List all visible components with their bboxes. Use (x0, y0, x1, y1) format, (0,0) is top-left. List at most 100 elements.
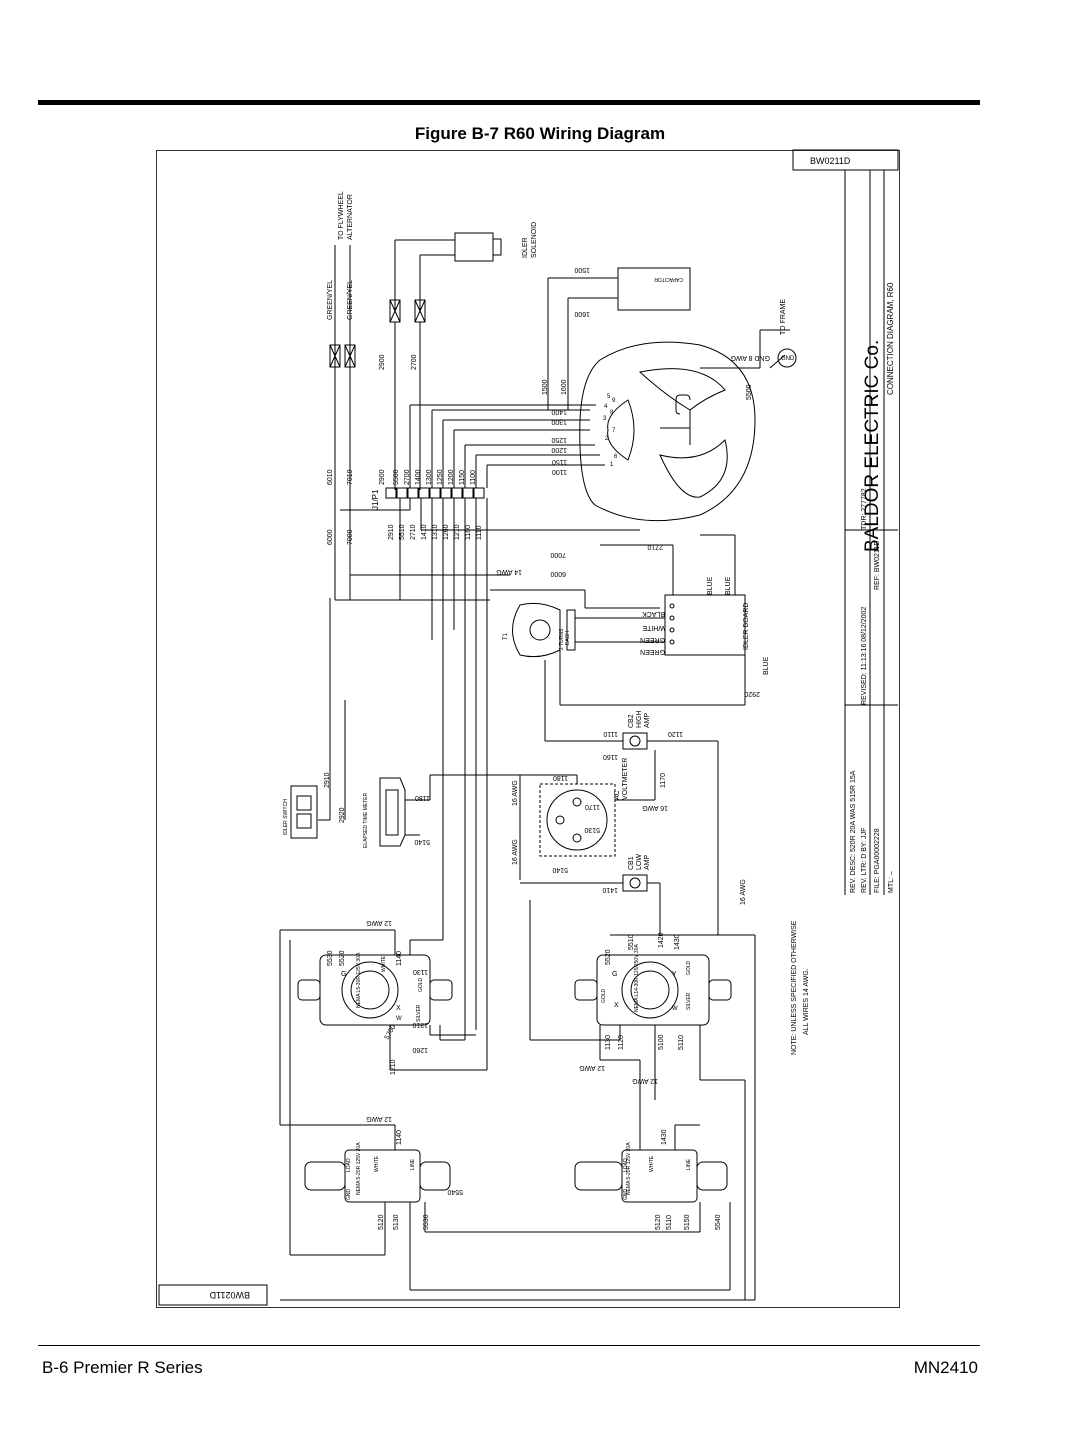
wire-5520-b: 5520 (339, 950, 346, 966)
receptacle-1-gold: GOLD (418, 977, 424, 992)
pin-8: 8 (610, 410, 614, 416)
label-16-awg-3: 16 AWG (642, 804, 668, 811)
receptacle-3-line: LINE (410, 1158, 416, 1170)
label-blue-3: BLUE (763, 656, 770, 675)
figure-title: Figure B-7 R60 Wiring Diagram (414, 124, 666, 143)
idler-board (664, 594, 746, 656)
receptacle-4-label: NEMA 5-20R 125V 20A (626, 1142, 632, 1195)
wire-2920-b: 2920 (339, 807, 346, 823)
frame-ground (777, 348, 797, 368)
wire-5700: 5700 (384, 1024, 398, 1041)
label-green-yel-1: GREEN/YEL (327, 280, 334, 320)
wire-1210: 1210 (454, 524, 461, 540)
wire-2900-b: 2900 (379, 469, 386, 485)
wire-5100: 5100 (658, 1034, 665, 1050)
label-16-awg-4: 16 AWG (740, 879, 747, 905)
receptacle-1-g: G (341, 971, 346, 978)
cb2-breaker (622, 732, 648, 750)
receptacle-2-gold: GOLD (601, 988, 607, 1003)
label-idler-board: IDLER BOARD (743, 603, 750, 650)
j1-p1-connector (385, 487, 485, 499)
label-black: BLACK (642, 610, 665, 617)
label-j1-p1: J1/P1 (371, 489, 380, 510)
elapsed-time-meter (379, 777, 406, 847)
label-low-amp: AMP (644, 855, 651, 871)
label-blue-2: BLUE (725, 576, 732, 595)
wire-6000: 6000 (327, 529, 334, 545)
wire-1310-b: 1310 (412, 1021, 428, 1028)
wire-1420: 1420 (658, 932, 665, 948)
drawing-title: CONNECTION DIAGRAM, R60 (886, 282, 895, 395)
wire-5540-b: 5540 (715, 1214, 722, 1230)
receptacle-1-w: W (396, 1016, 402, 1022)
wire-1250-b: 1250 (551, 436, 567, 443)
idler-solenoid (454, 232, 494, 262)
label-green-1: GREEN (640, 636, 665, 643)
wire-5120-b: 5120 (655, 1214, 662, 1230)
label-cb1: CB1 (628, 856, 635, 870)
note-line-1: NOTE: UNLESS SPECIFIED OTHERWISE (791, 920, 798, 1055)
receptacle-2-y: Y (672, 971, 677, 978)
wire-5500: 5500 (746, 384, 753, 400)
bottom-rule (38, 1345, 980, 1346)
wire-1110-b: 1110 (603, 730, 618, 737)
label-blue-1: BLUE (707, 576, 714, 595)
tdr: TDR: 277782 (861, 488, 868, 530)
wire-1170-b: 1170 (585, 803, 600, 810)
wire-5120: 5120 (378, 1214, 385, 1230)
wire-1140-b: 1140 (396, 1130, 403, 1145)
wire-7000: 7000 (347, 529, 354, 545)
label-elapsed-time-meter: ELAPSED TIME METER (363, 792, 369, 848)
wire-1110: 1110 (476, 525, 483, 540)
label-16-awg-2: 16 AWG (512, 839, 519, 865)
wire-1400-b: 1400 (551, 408, 567, 415)
label-white: WHITE (642, 624, 665, 631)
pin-9: 9 (612, 398, 616, 404)
capacitor (617, 267, 691, 311)
pin-4: 4 (604, 404, 608, 410)
wire-2900: 2900 (379, 354, 386, 370)
label-gnd: GND (781, 356, 795, 362)
ground-terminal-2 (344, 344, 356, 368)
receptacle-2-label: NEMA L14-30R 125/250V 30A (634, 944, 640, 1012)
current-transformer (512, 602, 561, 658)
wire-1260-b: 1260 (412, 1046, 428, 1053)
label-voltmeter: VOLTMETER (622, 758, 629, 800)
receptacle-4-gnd: GND (623, 1189, 629, 1201)
wire-1600-b: 1600 (561, 379, 568, 395)
wire-7000-b: 7000 (550, 551, 566, 558)
label-12-awg-3: 12 AWG (632, 1077, 658, 1084)
wire-1300: 1300 (426, 469, 433, 485)
footer-right: MN2410 (913, 1358, 978, 1377)
pin-5: 5 (607, 394, 611, 400)
wire-1400: 1400 (415, 469, 422, 485)
wire-5530: 5530 (327, 950, 334, 966)
label-16-awg-1: 16 AWG (512, 780, 519, 806)
ref: REF: BW0211D (874, 541, 881, 590)
label-idler: IDLER (522, 237, 529, 258)
wire-5150: 5150 (684, 1214, 691, 1230)
wire-5540: 5540 (447, 1188, 463, 1195)
wire-1160: 1160 (465, 525, 472, 540)
wire-2700-b: 2700 (404, 469, 411, 485)
wire-5140: 5140 (552, 866, 568, 873)
receptacle-2-x: X (614, 1002, 619, 1009)
label-capacitor: CAPACITOR (654, 276, 683, 282)
wire-1120: 1120 (668, 730, 683, 737)
wire-5530-b: 5530 (423, 1214, 430, 1230)
receptacle-4-line: LINE (686, 1158, 692, 1170)
flywheel-stator (579, 341, 756, 522)
wire-2910-b: 2910 (324, 772, 331, 788)
company-name: BALDOR ELECTRIC Co. (862, 340, 883, 552)
wire-1100: 1100 (470, 470, 477, 485)
wire-1160-b: 1160 (603, 753, 618, 760)
wire-5110: 5110 (678, 1035, 685, 1050)
rev-ltr: REV. LTR: D BY: JJF (861, 828, 868, 893)
wire-1150-b: 1150 (552, 458, 567, 465)
label-alternator: ALTERNATOR (347, 194, 354, 240)
wire-2910: 2910 (388, 524, 395, 540)
receptacle-l5-30r (297, 954, 453, 1026)
label-12-awg-1: 12 AWG (366, 919, 392, 926)
label-gnd-wire: GND 8 AWG (731, 354, 770, 361)
